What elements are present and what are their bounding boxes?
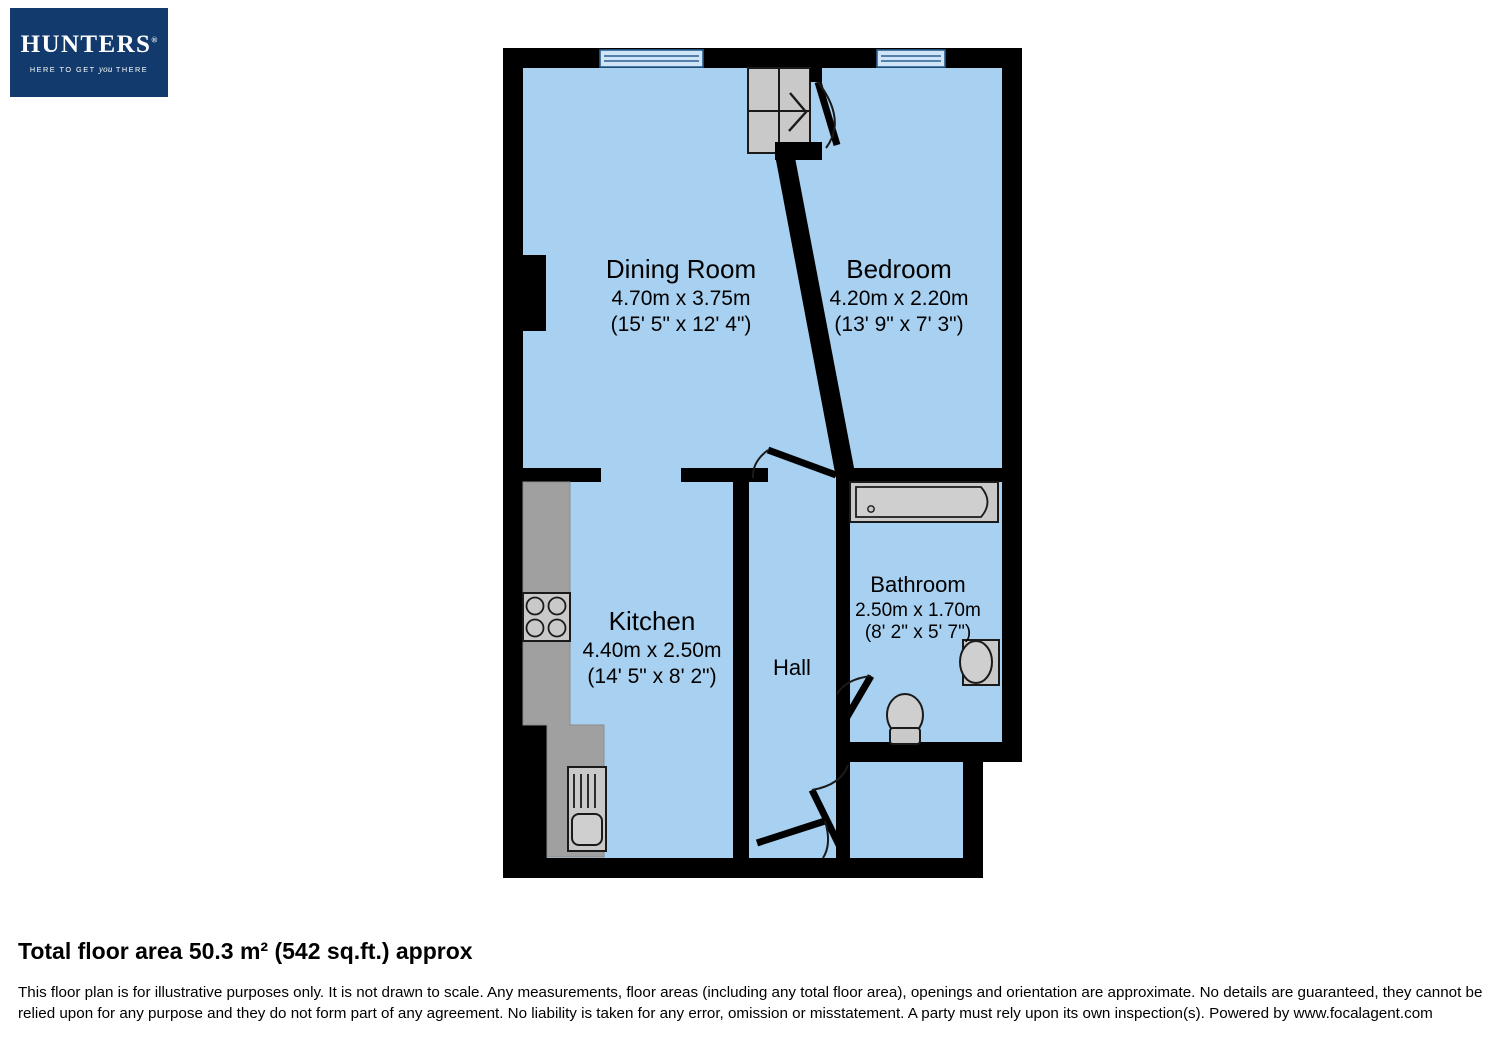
bedroom-dim-metric: 4.20m x 2.20m <box>830 287 969 310</box>
dining-room-name: Dining Room <box>606 254 756 284</box>
wall-wardrobe-right-top <box>810 68 822 82</box>
room-label-dining-room: Dining Room 4.70m x 3.75m (15' 5" x 12' … <box>606 254 756 336</box>
room-label-bedroom: Bedroom 4.20m x 2.20m (13' 9" x 7' 3") <box>830 254 969 336</box>
dining-room-dim-imperial: (15' 5" x 12' 4") <box>611 313 752 336</box>
washbasin-fixture <box>959 639 1000 686</box>
floorplan-drawing: Dining Room 4.70m x 3.75m (15' 5" x 12' … <box>503 48 1022 878</box>
kitchen-dim-metric: 4.40m x 2.50m <box>583 639 722 662</box>
door-store-cupboard[interactable] <box>808 764 849 847</box>
door-bedroom[interactable] <box>814 80 841 149</box>
wall-right-upper <box>1002 48 1022 757</box>
room-label-bathroom: Bathroom 2.50m x 1.70m (8' 2" x 5' 7") <box>855 572 981 643</box>
wardrobe-fixture <box>747 67 811 154</box>
door-bathroom[interactable] <box>836 674 875 731</box>
floorplan-canvas: Dining Room 4.70m x 3.75m (15' 5" x 12' … <box>503 48 1022 878</box>
door-hall-to-dining[interactable] <box>751 446 838 479</box>
agent-logo: HUNTERS® HERE TO GET you THERE <box>10 8 168 97</box>
kitchen-name: Kitchen <box>609 606 696 636</box>
bedroom-name: Bedroom <box>846 254 952 284</box>
toilet-fixture <box>886 693 924 745</box>
bedroom-dim-imperial: (13' 9" x 7' 3") <box>834 313 963 336</box>
floor-store-block <box>848 762 963 858</box>
wall-kitchen-hall <box>733 468 749 858</box>
hall-name: Hall <box>773 655 811 680</box>
kitchen-sink-fixture <box>567 766 607 852</box>
dining-room-dim-metric: 4.70m x 3.75m <box>612 287 751 310</box>
wall-bathroom-bottom <box>836 742 983 762</box>
wall-bedroom-bathroom <box>836 468 1008 482</box>
agent-logo-brand-name: HUNTERS <box>20 30 152 58</box>
bathroom-dim-imperial: (8' 2" x 5' 7") <box>865 622 971 643</box>
wall-bottom <box>503 858 983 878</box>
door-entrance[interactable] <box>755 817 829 859</box>
window-bedroom <box>876 49 946 68</box>
tagline-part-two: THERE <box>112 64 149 74</box>
agent-logo-tagline: HERE TO GET you THERE <box>30 64 148 74</box>
room-label-hall: Hall <box>773 655 811 680</box>
disclaimer-text: This floor plan is for illustrative purp… <box>18 984 1483 1022</box>
kitchen-dim-imperial: (14' 5" x 8' 2") <box>587 665 716 688</box>
wall-dining-hall <box>681 468 768 482</box>
exterior-walls <box>503 48 1022 878</box>
room-label-kitchen: Kitchen 4.40m x 2.50m (14' 5" x 8' 2") <box>583 606 722 688</box>
floor-upper-block <box>523 68 1002 478</box>
registered-trademark-icon: ® <box>151 35 158 45</box>
kitchen-counter-run <box>522 481 605 858</box>
wall-left-pillar <box>503 255 546 331</box>
bathtub-fixture <box>849 481 999 523</box>
wall-dining-kitchen <box>523 468 601 482</box>
wall-diagonal-divider <box>775 147 855 478</box>
wall-right-lower <box>963 742 983 878</box>
tagline-emphasis: you <box>98 63 113 74</box>
agent-logo-brand-text: HUNTERS® <box>21 32 158 57</box>
tagline-part-one: HERE TO GET <box>29 64 99 74</box>
total-floor-area-text: Total floor area 50.3 m² (542 sq.ft.) ap… <box>18 938 473 964</box>
wall-hall-store <box>836 762 850 858</box>
wall-left-thick-lower <box>503 725 547 878</box>
interior-walls <box>523 68 1008 858</box>
hob-fixture <box>522 592 571 642</box>
window-dining-room <box>599 49 704 68</box>
bathroom-dim-metric: 2.50m x 1.70m <box>855 600 981 621</box>
bathroom-name: Bathroom <box>870 572 965 597</box>
